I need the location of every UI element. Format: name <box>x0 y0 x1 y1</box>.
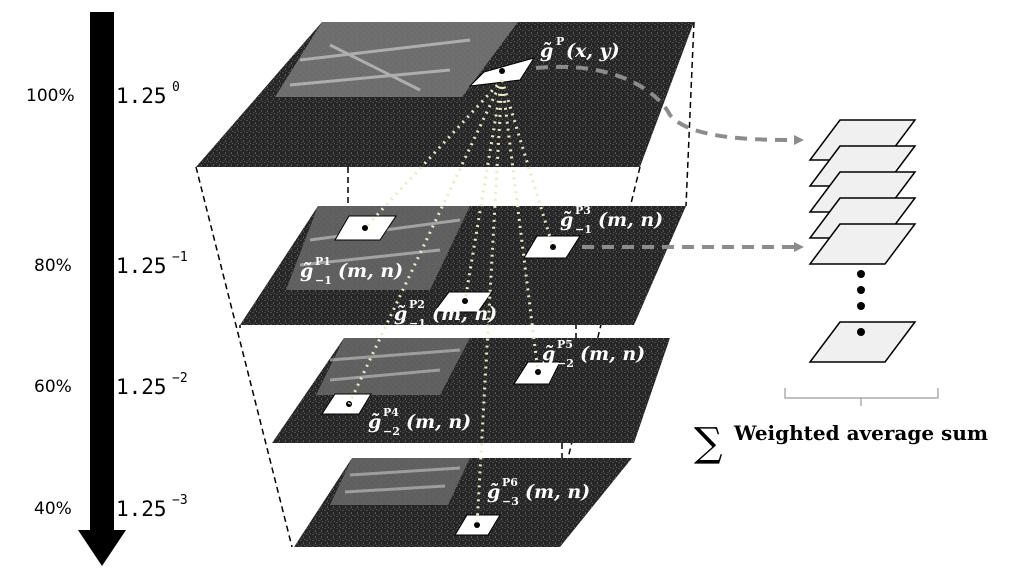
label-p5-sup: P5 <box>557 338 573 351</box>
level-2-percent: 80% <box>34 256 72 276</box>
label-p6-sup: P6 <box>502 476 518 489</box>
level-3-base: 1.25 <box>116 375 167 399</box>
label-p3-args: (m, n) <box>598 209 663 231</box>
label-p2-base: g̃ <box>394 303 407 325</box>
label-p5-sub: −2 <box>557 357 574 370</box>
label-p2-sub: −1 <box>409 317 426 330</box>
connector-arrows <box>535 64 804 252</box>
label-p3: g̃ P3 −1 (m, n) <box>560 204 663 236</box>
image-layer-80 <box>240 206 686 325</box>
label-p4: g̃ P4 −2 (m, n) <box>368 406 471 438</box>
label-p4-sup: P4 <box>383 406 399 419</box>
level-2-exponent: −1 <box>172 250 188 265</box>
label-p6: g̃ P6 −3 (m, n) <box>487 476 590 508</box>
stack-ellipsis <box>857 270 865 336</box>
label-top: g̃ P (x, y) <box>540 35 620 62</box>
level-3-percent: 60% <box>34 377 72 397</box>
level-4-exponent: −3 <box>172 493 188 508</box>
sum-symbol: ∑ <box>694 420 723 466</box>
sum-label: Weighted average sum <box>733 421 988 445</box>
label-p1-args: (m, n) <box>338 260 403 282</box>
label-p6-args: (m, n) <box>525 481 590 503</box>
level-1-exponent: 0 <box>172 80 180 95</box>
level-4-percent: 40% <box>34 499 72 519</box>
image-layer-60 <box>272 338 670 443</box>
label-top-base: g̃ <box>540 40 553 62</box>
label-p3-sub: −1 <box>575 223 592 236</box>
label-p1: g̃ P1 −1 (m, n) <box>300 255 403 287</box>
label-p4-sub: −2 <box>383 425 400 438</box>
level-4-base: 1.25 <box>116 497 167 521</box>
projection-lines <box>347 78 555 526</box>
label-p4-args: (m, n) <box>406 411 471 433</box>
level-1-base: 1.25 <box>116 84 167 108</box>
image-layer-100 <box>196 22 694 167</box>
label-p2-sup: P2 <box>409 298 425 311</box>
label-p1-sub: −1 <box>315 274 332 287</box>
label-p2-args: (m, n) <box>432 303 497 325</box>
label-p4-base: g̃ <box>368 411 381 433</box>
label-p6-sub: −3 <box>502 495 519 508</box>
label-p3-sup: P3 <box>575 204 591 217</box>
label-top-sup: P <box>556 35 564 48</box>
label-p1-base: g̃ <box>300 260 313 282</box>
label-p3-base: g̃ <box>560 209 573 231</box>
level-2-base: 1.25 <box>116 254 167 278</box>
patch-stack <box>808 119 917 363</box>
level-3-exponent: −2 <box>172 371 188 386</box>
label-top-args: (x, y) <box>566 40 620 62</box>
label-p6-base: g̃ <box>487 481 500 503</box>
stack-bracket <box>784 388 939 406</box>
label-p5-base: g̃ <box>542 343 555 365</box>
level-1-percent: 100% <box>26 86 75 106</box>
label-p1-sup: P1 <box>315 255 331 268</box>
label-p2: g̃ P2 −1 (m, n) <box>394 298 497 330</box>
label-p5-args: (m, n) <box>580 343 645 365</box>
image-layer-40 <box>294 458 632 547</box>
label-p5: g̃ P5 −2 (m, n) <box>542 338 645 370</box>
scale-arrow <box>78 12 126 566</box>
